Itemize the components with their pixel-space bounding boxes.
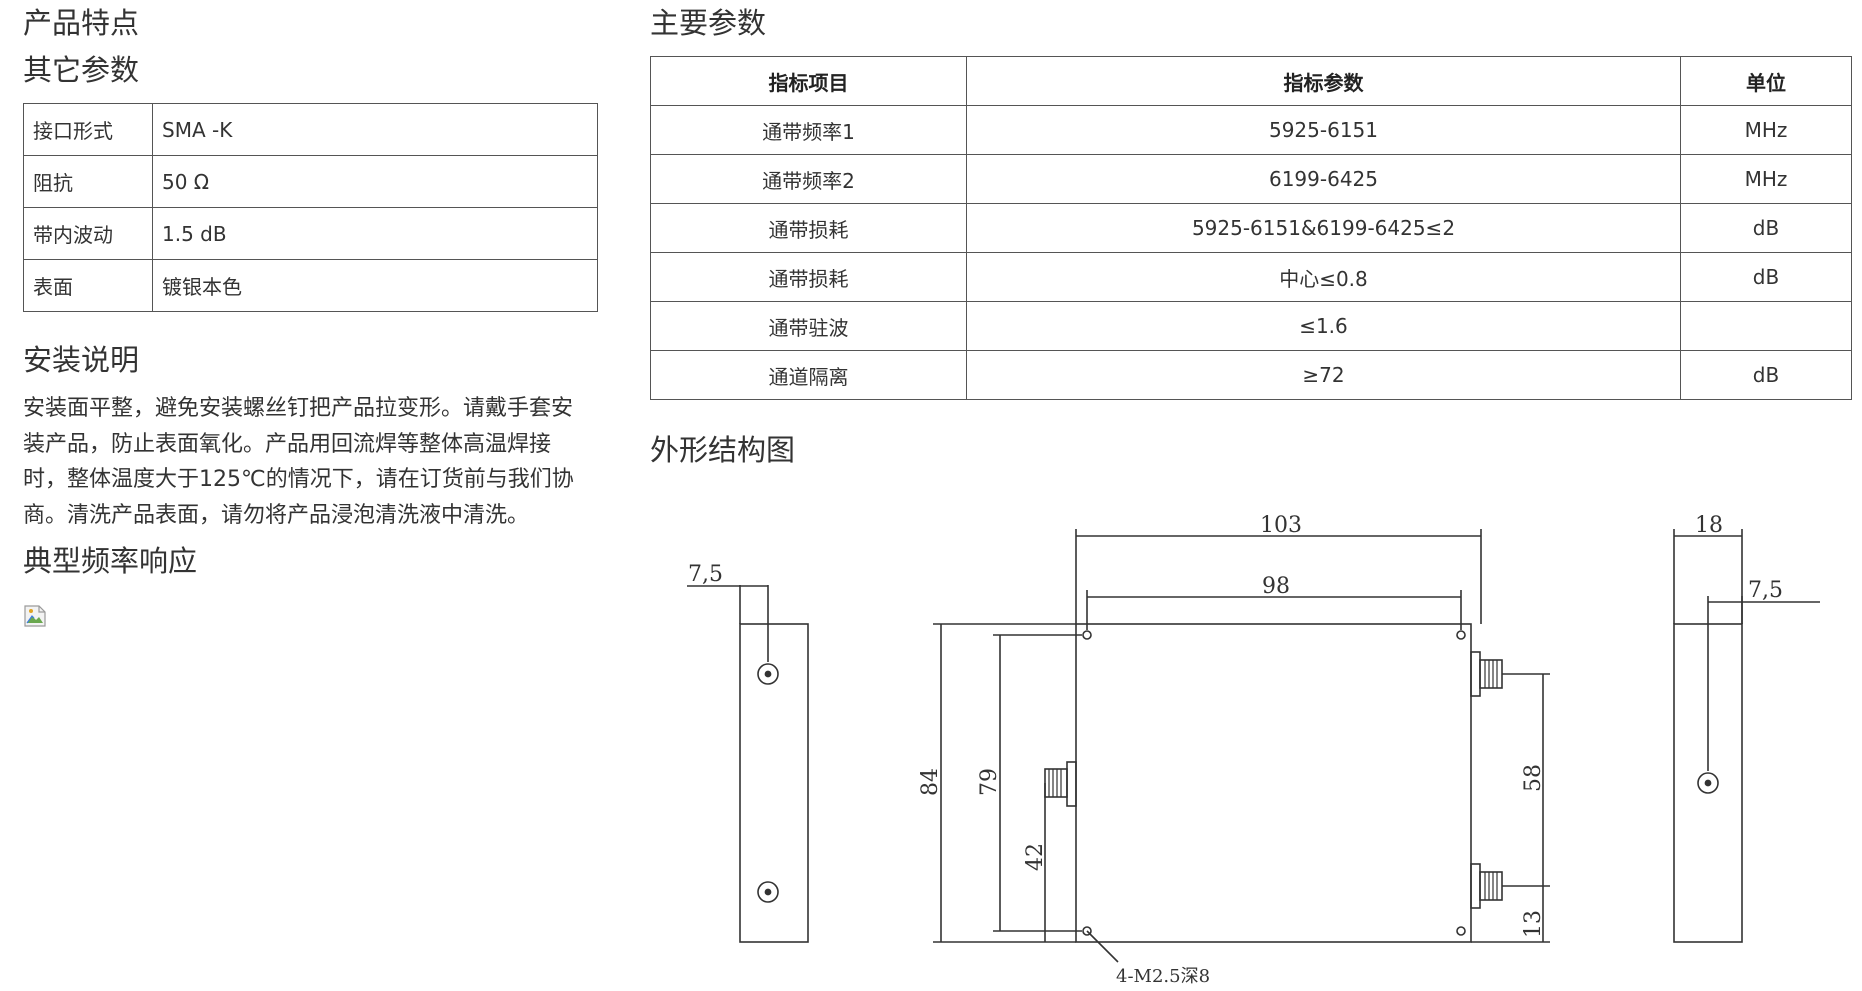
heading-other-params: 其它参数 [23, 53, 140, 87]
main-params-table: 指标项目 指标参数 单位 通带频率1 5925-6151 MHz 通带频率2 6… [650, 56, 1852, 400]
cell-param: ≥72 [966, 350, 1681, 400]
cell-item: 通带频率2 [650, 154, 967, 204]
table-header-row: 指标项目 指标参数 单位 [650, 56, 1852, 106]
param-value: 1.5 dB [152, 207, 598, 260]
install-line: 时，整体温度大于125℃的情况下，请在订货前与我们协 [23, 467, 574, 492]
front-view-body [1075, 623, 1472, 943]
param-name: 表面 [23, 259, 153, 312]
dim-port-height: 79 [977, 768, 1002, 796]
table-row: 通带损耗 中心≤0.8 dB [650, 252, 1852, 302]
dim-width-total: 103 [1260, 513, 1302, 538]
cell-param: 5925-6151 [966, 105, 1681, 155]
cell-item: 通带损耗 [650, 203, 967, 253]
table-row: 阻抗 50 Ω [23, 155, 598, 208]
cell-param: ≤1.6 [966, 301, 1681, 351]
dim-thickness: 18 [1695, 513, 1723, 538]
dim-right-offset: 7,5 [1748, 578, 1783, 603]
heading-main-params: 主要参数 [650, 6, 767, 40]
param-value: 50 Ω [152, 155, 598, 208]
install-line: 装产品，防止表面氧化。产品用回流焊等整体高温焊接 [23, 431, 552, 457]
cell-unit: dB [1680, 350, 1852, 400]
install-line: 商。清洗产品表面，请勿将产品浸泡清洗液中清洗。 [23, 502, 530, 528]
table-row: 通带驻波 ≤1.6 [650, 301, 1852, 351]
table-row: 通带损耗 5925-6151&6199-6425≤2 dB [650, 203, 1852, 253]
cell-param: 中心≤0.8 [966, 252, 1681, 302]
dim-height-total: 84 [918, 768, 943, 796]
table-row: 通带频率1 5925-6151 MHz [650, 105, 1852, 155]
cell-item: 通带驻波 [650, 301, 967, 351]
outline-drawing: 7,5 103 98 84 79 42 58 13 18 7,5 4-M2.5深… [687, 513, 1820, 987]
dim-left-offset: 7,5 [688, 562, 723, 587]
table-row: 带内波动 1.5 dB [23, 207, 598, 260]
install-line: 安装面平整，避免安装螺丝钉把产品拉变形。请戴手套安 [23, 396, 574, 421]
cell-item: 通带频率1 [650, 105, 967, 155]
cell-unit: MHz [1680, 105, 1852, 155]
table-row: 通道隔离 ≥72 dB [650, 350, 1852, 400]
table-row: 表面 镀银本色 [23, 259, 598, 312]
param-name: 带内波动 [23, 207, 153, 260]
broken-image-icon [24, 605, 46, 627]
param-value: SMA -K [152, 103, 598, 156]
cell-param: 6199-6425 [966, 154, 1681, 204]
holes-note: 4-M2.5深8 [1116, 966, 1210, 987]
column-header-param: 指标参数 [966, 56, 1681, 106]
dim-port-spacing: 58 [1521, 764, 1546, 792]
left-side-view [739, 623, 809, 943]
table-row: 接口形式 SMA -K [23, 103, 598, 156]
column-header-item: 指标项目 [650, 56, 967, 106]
param-name: 接口形式 [23, 103, 153, 156]
cell-unit [1680, 301, 1852, 351]
heading-freq-response: 典型频率响应 [23, 544, 198, 578]
param-name: 阻抗 [23, 155, 153, 208]
other-params-table: 接口形式 SMA -K 阻抗 50 Ω 带内波动 1.5 dB 表面 镀银本色 [23, 103, 598, 312]
cell-param: 5925-6151&6199-6425≤2 [966, 203, 1681, 253]
column-header-unit: 单位 [1680, 56, 1852, 106]
cell-item: 通带损耗 [650, 252, 967, 302]
cell-unit: MHz [1680, 154, 1852, 204]
heading-outline: 外形结构图 [650, 433, 796, 467]
heading-product-features: 产品特点 [23, 6, 140, 40]
dim-port-offset: 42 [1023, 843, 1048, 871]
table-row: 通带频率2 6199-6425 MHz [650, 154, 1852, 204]
dim-bottom-port: 13 [1521, 910, 1546, 938]
install-paragraph: 安装面平整，避免安装螺丝钉把产品拉变形。请戴手套安 装产品，防止表面氧化。产品用… [23, 391, 593, 533]
cell-item: 通道隔离 [650, 350, 967, 400]
dim-hole-spacing: 98 [1262, 574, 1290, 599]
cell-unit: dB [1680, 203, 1852, 253]
param-value: 镀银本色 [152, 259, 598, 312]
cell-unit: dB [1680, 252, 1852, 302]
heading-install: 安装说明 [23, 343, 140, 377]
